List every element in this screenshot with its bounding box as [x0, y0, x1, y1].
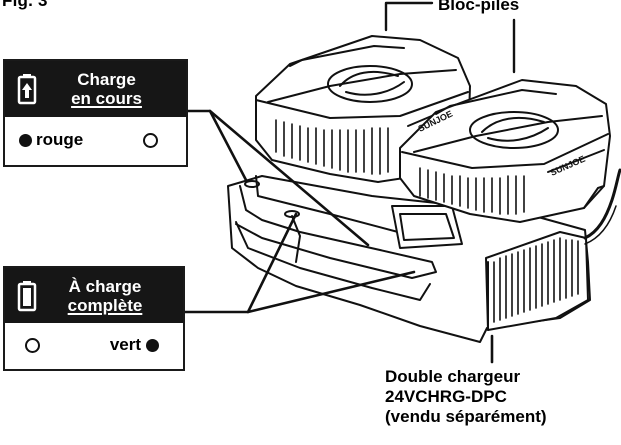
battery-pack-right — [399, 79, 611, 223]
battery-charging-icon — [17, 74, 37, 105]
leader-charging-b — [208, 109, 370, 247]
indicator-dot-empty — [143, 132, 158, 148]
charger-led-right — [284, 210, 300, 218]
battery-full-icon — [17, 280, 37, 311]
indicator-dot-filled — [146, 338, 159, 352]
full-charge-status-header: À charge complète — [5, 268, 183, 323]
battery-pack-label: Bloc-piles — [436, 0, 522, 15]
indicator-dot-empty — [25, 337, 40, 353]
charging-title-line2: en cours — [71, 89, 142, 108]
red-indicator: rouge — [19, 130, 83, 150]
red-indicator-label: rouge — [36, 130, 84, 149]
leader-full-b — [246, 270, 416, 314]
power-cord — [583, 168, 621, 240]
full-charge-status-indicators: vert — [5, 323, 183, 367]
charger-label: Double chargeur 24VCHRG-DPC (vendu sépar… — [385, 367, 547, 427]
leader-pack-left — [384, 1, 434, 32]
charging-status-header: Charge en cours — [5, 61, 186, 117]
green-indicator: vert — [110, 335, 159, 355]
figure-label: Fig. 3 — [2, 0, 48, 10]
full-charge-status-title: À charge complète — [37, 277, 183, 315]
charging-status-indicators: rouge — [5, 117, 186, 163]
charging-status-box: Charge en cours rouge — [3, 59, 188, 167]
charger-label-line3: (vendu séparément) — [385, 407, 547, 426]
charger-label-line1: Double chargeur — [385, 367, 521, 386]
full-charge-status-box: À charge complète vert — [3, 266, 185, 371]
full-title-line1: À charge — [68, 276, 142, 296]
charger-led-left — [244, 180, 260, 188]
indicator-dot-filled — [19, 133, 32, 147]
charger-label-line2: 24VCHRG-DPC — [385, 387, 507, 406]
charging-title-line1: Charge — [77, 70, 136, 89]
full-title-line2: complète — [67, 295, 143, 315]
green-indicator-label: vert — [109, 335, 141, 354]
leader-charging-a — [182, 109, 248, 182]
charging-status-title: Charge en cours — [37, 70, 186, 108]
